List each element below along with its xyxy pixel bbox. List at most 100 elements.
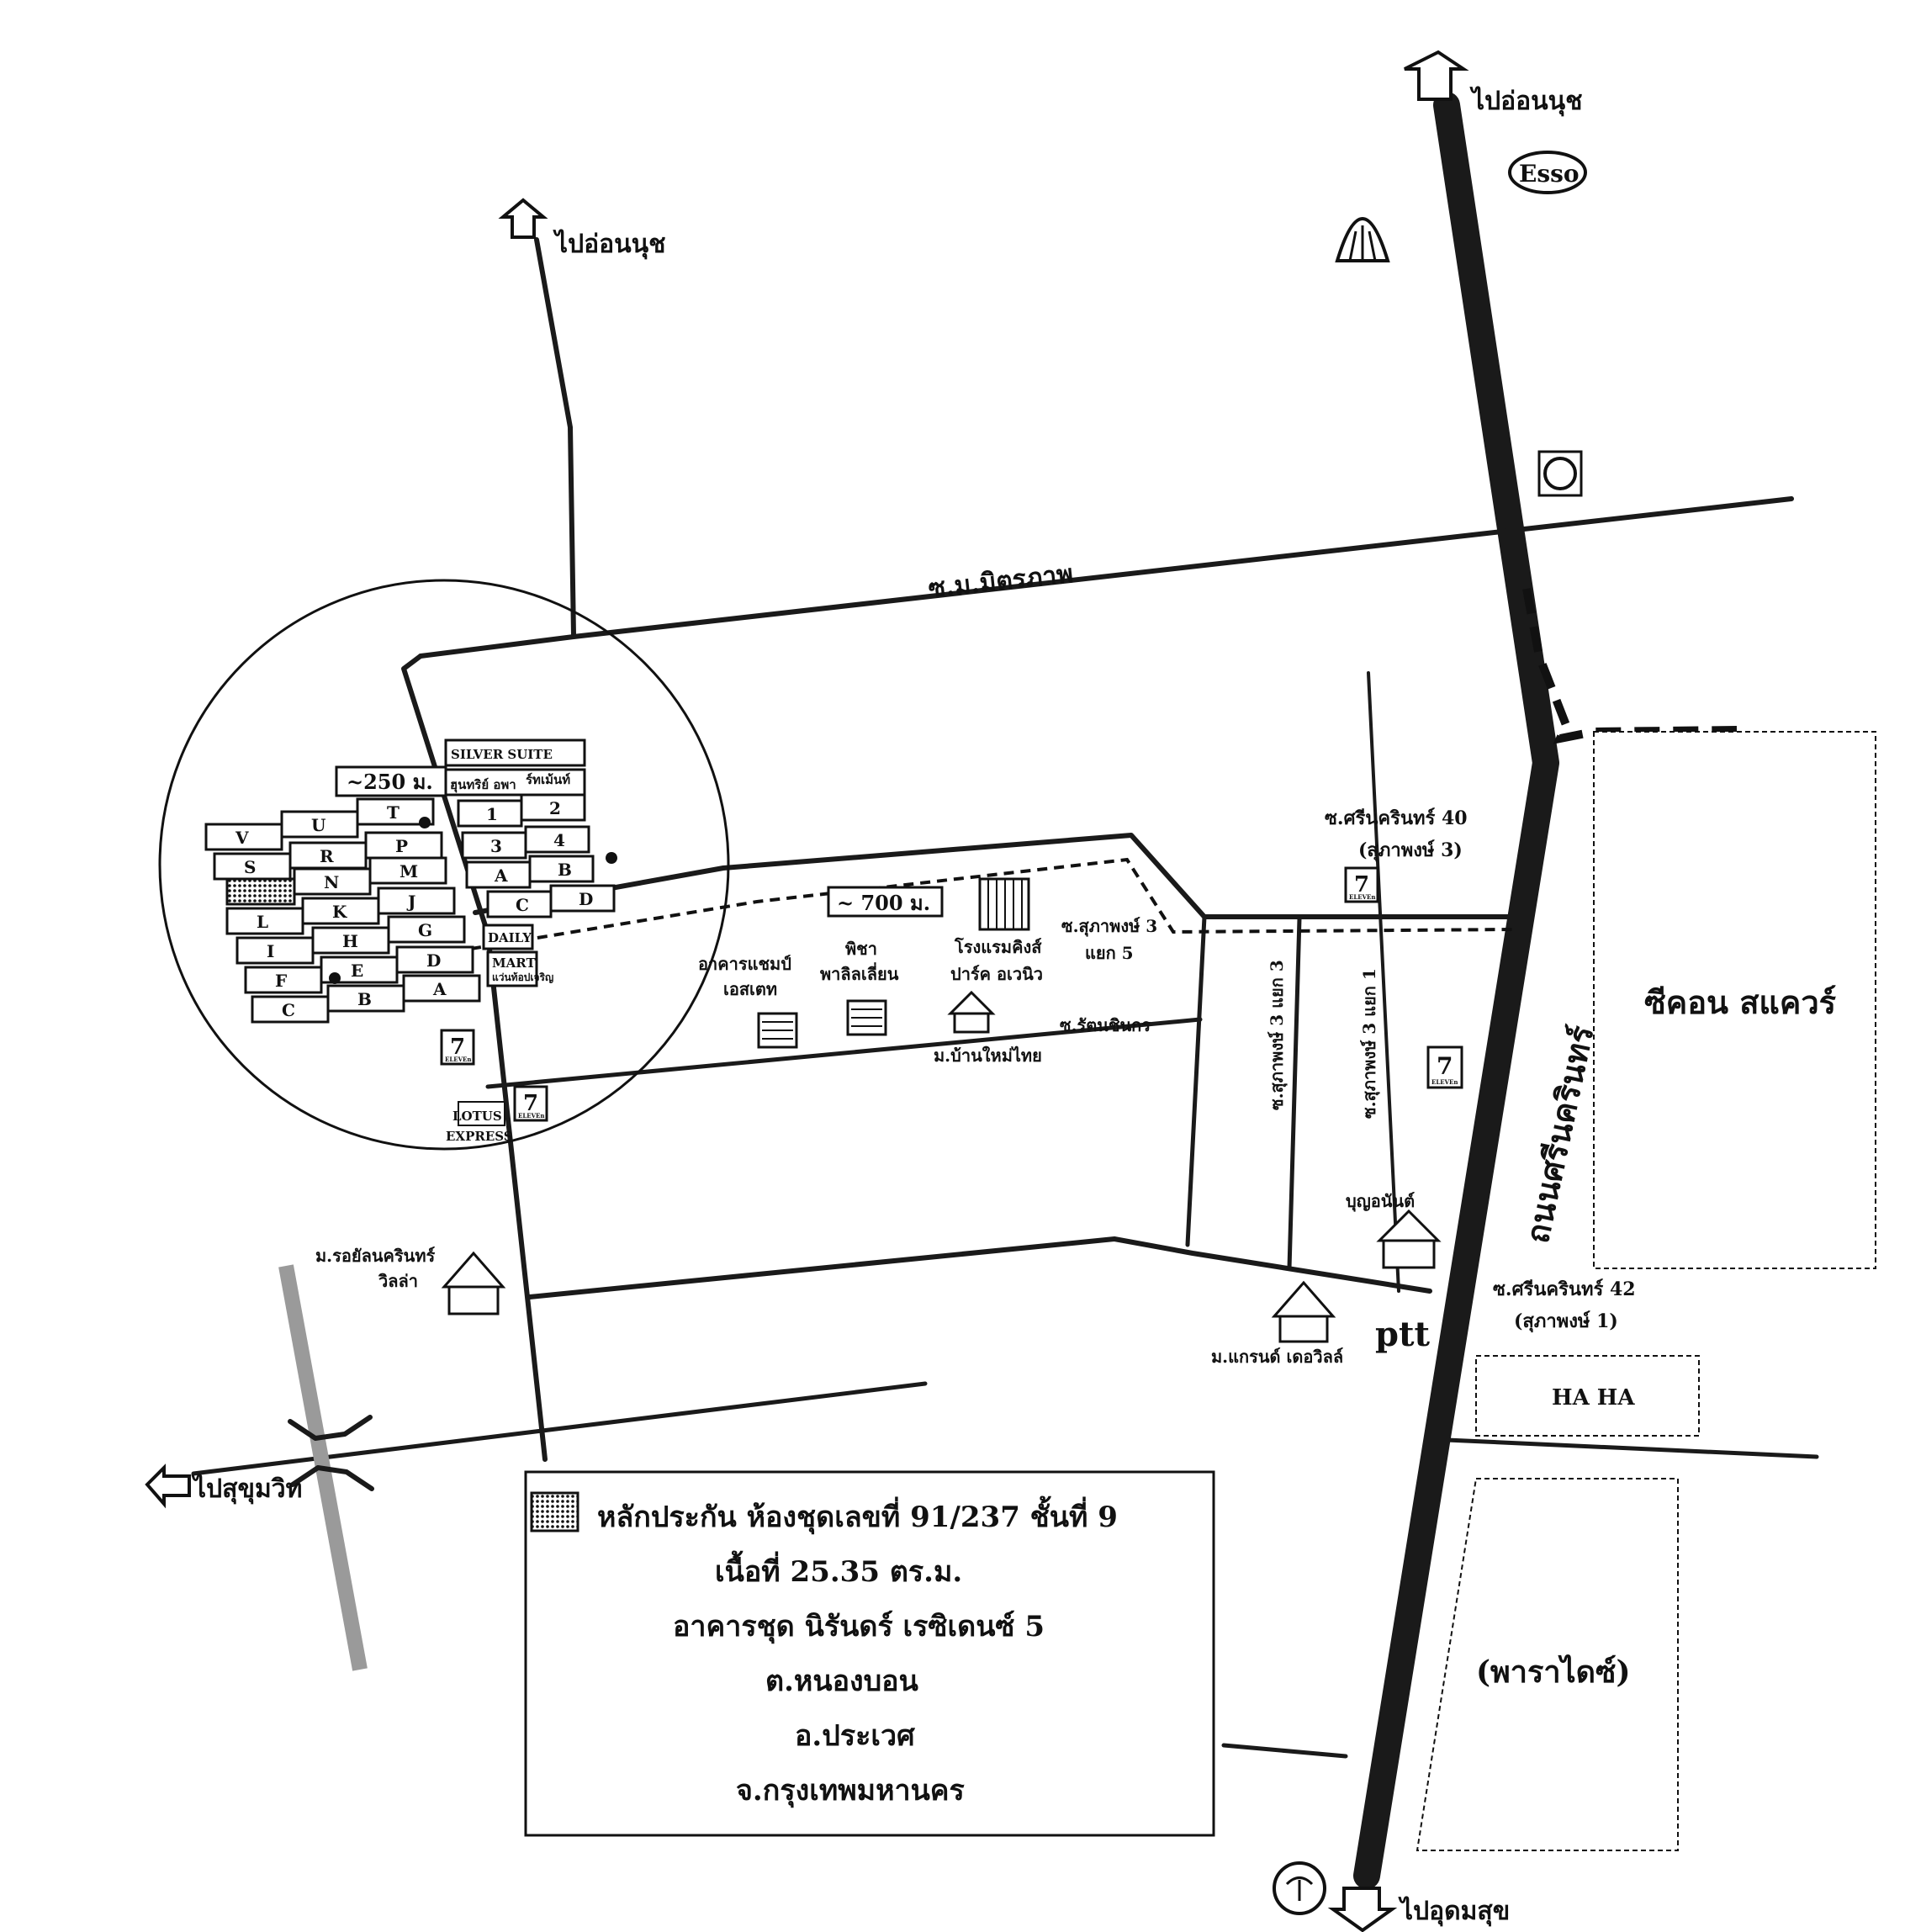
arrow-up-icon: [1404, 50, 1469, 101]
seven-eleven-mark: 7: [1354, 872, 1369, 897]
seacon-area: [1593, 731, 1876, 1269]
arrow-left-icon: [145, 1464, 191, 1509]
marker-dot: [329, 972, 341, 984]
legend-line-6: จ.กรุงเทพมหานคร: [736, 1774, 966, 1808]
ptt-wordmark: ptt: [1375, 1315, 1430, 1354]
block-label: B: [357, 989, 372, 1009]
block-label: U: [311, 815, 325, 835]
block-label: T: [387, 802, 400, 823]
label-srinakarin-main: ถนนศรีนครินทร์: [1518, 1022, 1601, 1247]
road-circle-top: [418, 634, 576, 659]
building-icon: [846, 999, 887, 1036]
legend-line-2: เนื้อที่ 25.35 ตร.ม.: [715, 1550, 962, 1589]
block-label: D: [579, 889, 593, 909]
block-label: R: [320, 846, 334, 866]
block-label: 1: [486, 804, 498, 824]
label-haha: HA HA: [1552, 1385, 1635, 1411]
route-dashed-seacon: [1522, 588, 1738, 744]
route-dashed-700: [470, 857, 1515, 950]
label-royal-line2: วิลล่า: [378, 1271, 418, 1291]
label-supapong3-3: ซ.สุภาพงษ์ 3 แยก 3: [1267, 960, 1288, 1110]
road-mitraphap: [571, 496, 1794, 639]
label-champ-line2: เอสเตท: [723, 979, 777, 999]
road-srinakarin-main: [1353, 92, 1559, 1889]
seven-eleven-icon: 7 ELEVEn: [513, 1085, 548, 1122]
label-mitraphap: ซ.ม.มิตรภาพ: [927, 559, 1075, 604]
label-srinakarin-40: ซ.ศรีนครินทร์ 40: [1325, 807, 1468, 829]
block-label: A: [494, 865, 508, 886]
label-srinakarin-42-alt: (สุภาพงษ์ 1): [1514, 1310, 1618, 1333]
label-bunyanan: บุญอนันต์: [1346, 1191, 1415, 1212]
block-label: S: [244, 857, 256, 877]
seven-eleven-mark: 7: [523, 1091, 538, 1116]
paradise-area: [1416, 1478, 1679, 1851]
block-label: 3: [490, 836, 502, 856]
block-label: C: [516, 895, 529, 915]
label-banmaithai: ม.บ้านใหม่ไทย: [934, 1045, 1042, 1066]
seven-eleven-icon: 7 ELEVEn: [1344, 866, 1379, 903]
lotus-express-box: [458, 1101, 505, 1126]
block-label: K: [332, 902, 347, 922]
road-network: [191, 92, 1819, 1889]
haha-area: [1475, 1355, 1700, 1437]
label-small-block-2: ฮุนทริย์ อพา: [450, 777, 516, 793]
seven-eleven-mark: 7: [450, 1035, 465, 1060]
seven-eleven-icon: 7 ELEVEn: [440, 1029, 475, 1066]
seven-eleven-wordmark: ELEVEn: [1431, 1078, 1458, 1086]
label-lotus-line1: LOTUS: [452, 1109, 502, 1124]
house-icon: [441, 1251, 506, 1315]
block-label: V: [235, 828, 249, 848]
marker-dot: [419, 817, 431, 828]
seven-eleven-mark: 7: [1437, 1052, 1453, 1080]
block-label: B: [558, 860, 572, 880]
label-srinakarin-42: ซ.ศรีนครินทร์ 42: [1493, 1278, 1636, 1300]
label-small-block-1: แว่นท้อปเจริญ: [492, 971, 553, 983]
block-label: C: [282, 1000, 295, 1020]
label-to-onnut-right: ไปอ่อนนุช: [1469, 86, 1583, 117]
road-to-onnut-left: [534, 237, 576, 638]
ptt-logo: ptt: [1375, 1315, 1430, 1354]
label-supapong3-5-line2: แยก 5: [1085, 943, 1134, 963]
esso-logo: Esso: [1508, 151, 1587, 194]
marker-dot: [606, 852, 617, 864]
seven-eleven-wordmark: ELEVEn: [445, 1056, 471, 1063]
label-to-sukhumvit: ไปสุขุมวิท: [191, 1474, 302, 1505]
block-label: P: [395, 836, 408, 856]
label-pichar-line2: พาลิลเลี่ยน: [820, 961, 899, 984]
distance-250-label: ~250 ม.: [347, 770, 433, 794]
label-to-onnut-top: ไปอ่อนนุช: [553, 229, 666, 260]
road-lower-horizontal: [527, 1236, 1432, 1299]
legend-line-5: อ.ประเวศ: [795, 1719, 915, 1753]
block-label: F: [275, 971, 287, 991]
legend-hatch-swatch: [530, 1491, 579, 1532]
label-champ-line1: อาคารแชมป์: [698, 954, 791, 974]
distance-700-label: ~ 700 ม.: [837, 891, 930, 915]
tower-building-icon: [978, 877, 1030, 931]
road-supapong3-3: [1287, 916, 1302, 1271]
block-label: H: [342, 931, 358, 951]
label-lotus-line2: EXPRESS: [446, 1129, 513, 1144]
block-label: 2: [549, 798, 561, 818]
block-label: A: [432, 979, 447, 999]
label-paradise: (พาราไดซ์): [1476, 1654, 1630, 1690]
label-royal-line1: ม.รอยัลนครินทร์: [315, 1246, 436, 1266]
house-icon: [947, 990, 996, 1034]
road-bottom-left-branch: [1221, 1743, 1348, 1759]
label-daily-line1: DAILY: [488, 930, 532, 945]
label-hotel-line1: โรงแรมคิงส์: [954, 937, 1042, 957]
arrow-up-icon: [498, 198, 548, 239]
block-label: L: [257, 912, 268, 932]
label-small-block-3: ร์ทเม้นท์: [526, 772, 570, 787]
building-icon: [757, 1012, 798, 1049]
block-label: D: [426, 950, 441, 971]
seven-eleven-icon: 7 ELEVEn: [1426, 1045, 1463, 1089]
block-label: I: [267, 941, 274, 961]
label-pichar-line1: พิชา: [845, 939, 877, 959]
area-circle: [158, 579, 730, 1151]
label-srinakarin-40-alt: (สุภาพงษ์ 3): [1358, 839, 1463, 862]
ktb-logo: [1537, 450, 1583, 497]
label-supapong3-5-line1: ซ.สุภาพงษ์ 3: [1061, 916, 1157, 937]
label-supapong3-1: ซ.สุภาพงษ์ 3 แยก 1: [1359, 968, 1380, 1119]
bridge-mark: [288, 1415, 374, 1491]
legend-box: หลักประกัน ห้องชุดเลขที่ 91/237 ชั้นที่ …: [524, 1470, 1215, 1837]
